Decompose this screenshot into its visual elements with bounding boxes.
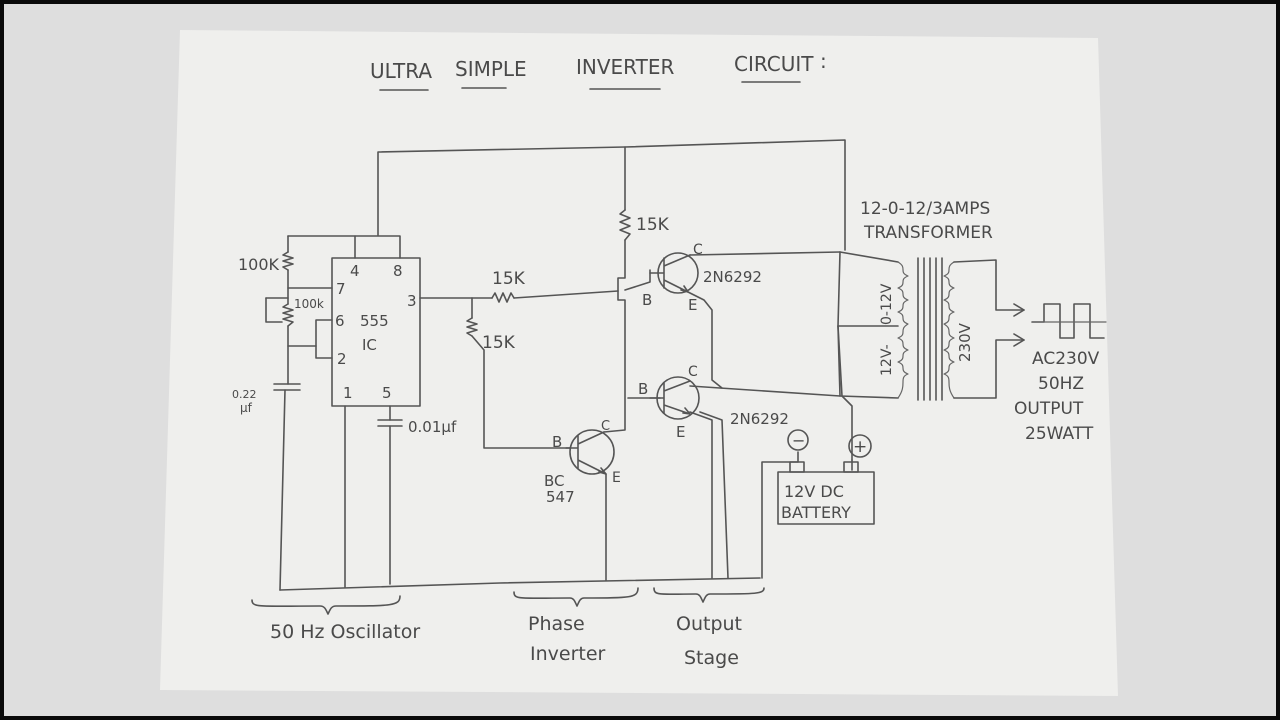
battery-label-line2: BATTERY	[781, 503, 851, 522]
transformer-primary-upper: 0-12V	[879, 283, 895, 325]
bc547-name-line2: 547	[546, 488, 575, 506]
title-word-2: SIMPLE	[455, 57, 527, 81]
battery-minus-sign: −	[792, 431, 805, 450]
component-labels: 100K 100k 0.22 µf 0.01µf 15K 15K 15K	[232, 215, 670, 436]
cap-timing-unit: µf	[240, 401, 253, 415]
output-frequency: 50HZ	[1038, 374, 1084, 394]
square-wave-icon	[1031, 303, 1105, 339]
ic-type: IC	[362, 336, 377, 354]
top-base-label: B	[642, 291, 652, 309]
transistor-bottom: C B E 2N6292	[638, 364, 789, 441]
section-oscillator-label: 50 Hz Oscillator	[270, 621, 420, 643]
battery: − + 12V DC BATTERY	[777, 429, 875, 525]
transistor-top: C B E 2N6292	[642, 242, 762, 314]
transformer: 12-0-12/3AMPS TRANSFORMER 0-12V 12V- 230…	[860, 199, 1025, 401]
bottom-transistor-name: 2N6292	[730, 410, 789, 428]
pin-7-label: 7	[336, 280, 346, 298]
ic-555-body	[331, 257, 421, 407]
output: AC230V 50HZ OUTPUT 25WATT	[1014, 303, 1107, 444]
transistor-bc547: C B E BC 547	[544, 419, 621, 506]
battery-plus-sign: +	[853, 437, 867, 457]
wiring	[265, 139, 899, 591]
transformer-secondary: 230V	[956, 322, 974, 362]
transformer-name: TRANSFORMER	[863, 223, 993, 243]
top-emitter-label: E	[688, 296, 697, 314]
ic-555-labels: 4 8 7 6 2 3 1 5 555 IC	[335, 262, 417, 402]
resistor-15k-series-label: 15K	[492, 269, 526, 289]
output-power: 25WATT	[1025, 424, 1094, 444]
bc547-name-line1: BC	[544, 472, 565, 490]
battery-label-line1: 12V DC	[784, 482, 844, 501]
pin-4-label: 4	[350, 262, 360, 280]
title-word-1: ULTRA	[370, 59, 432, 83]
bottom-base-label: B	[638, 380, 648, 398]
section-stage-label: Stage	[684, 647, 739, 669]
title-colon: :	[820, 49, 827, 73]
bc547-collector-label: C	[601, 419, 610, 434]
cap-control-label: 0.01µf	[408, 418, 457, 436]
pin-3-label: 3	[407, 292, 417, 310]
title: ULTRA SIMPLE INVERTER CIRCUIT :	[370, 49, 827, 91]
resistor-15k-vertical-label: 15K	[482, 333, 516, 353]
section-output-label: Output	[676, 613, 742, 635]
pin-1-label: 1	[343, 384, 353, 402]
resistor-100k-label: 100K	[238, 255, 280, 274]
bottom-emitter-label: E	[676, 423, 685, 441]
top-transistor-name: 2N6292	[703, 268, 762, 286]
transformer-rating: 12-0-12/3AMPS	[860, 199, 990, 219]
transformer-primary-lower: 12V-	[879, 344, 895, 376]
title-word-4: CIRCUIT	[734, 52, 814, 76]
paper-sheet	[160, 30, 1118, 696]
pot-100k-label: 100k	[294, 297, 324, 311]
pin-6-label: 6	[335, 312, 345, 330]
pin-2-label: 2	[337, 350, 347, 368]
pin-8-label: 8	[393, 262, 403, 280]
section-labels: 50 Hz Oscillator Phase Inverter Output S…	[251, 587, 765, 669]
bc547-emitter-label: E	[612, 470, 621, 486]
resistor-15k-top-label: 15K	[636, 215, 670, 235]
cap-timing-value: 0.22	[232, 388, 257, 401]
output-voltage: AC230V	[1032, 349, 1100, 369]
ic-name: 555	[360, 312, 389, 330]
pin-5-label: 5	[382, 384, 392, 402]
title-word-3: INVERTER	[576, 55, 674, 79]
section-inverter-label: Inverter	[530, 643, 606, 665]
output-word: OUTPUT	[1014, 399, 1084, 419]
bc547-base-label: B	[552, 433, 562, 451]
section-phase-label: Phase	[528, 613, 585, 635]
top-collector-label: C	[693, 242, 703, 258]
bottom-collector-label: C	[688, 364, 698, 380]
